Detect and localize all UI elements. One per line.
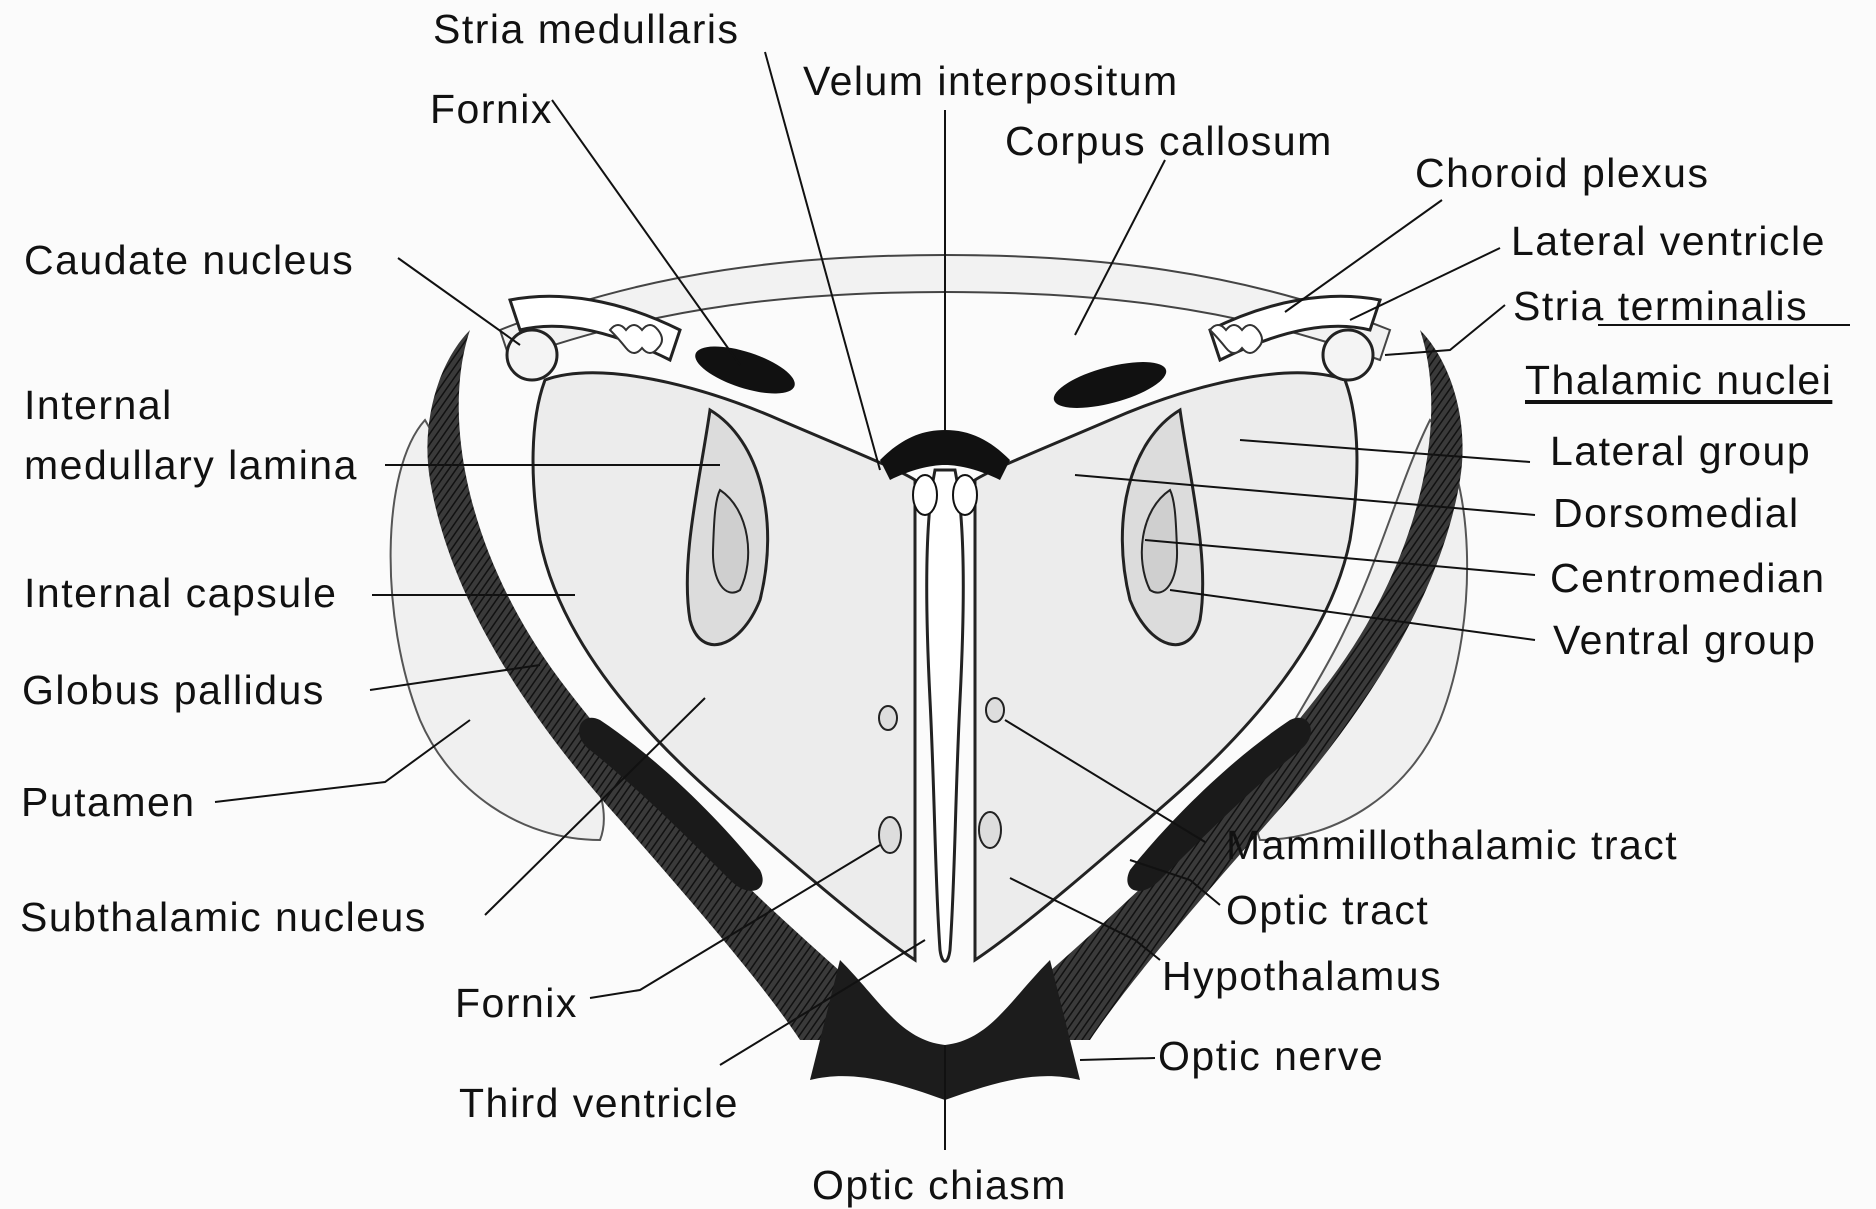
label-optic-tract: Optic tract [1226,887,1429,933]
label-thalamic-nuclei: Thalamic nuclei [1525,357,1832,403]
label-lateral-group: Lateral group [1550,428,1811,474]
third-ventricle [927,470,964,961]
label-lateral-ventricle: Lateral ventricle [1511,218,1826,264]
label-subthalamic-nucleus: Subthalamic nucleus [20,894,427,940]
label-choroid-plexus: Choroid plexus [1415,150,1710,196]
label-stria-terminalis: Stria terminalis [1513,283,1808,329]
label-internal-capsule: Internal capsule [24,570,337,616]
label-optic-nerve: Optic nerve [1158,1033,1384,1079]
label-centromedian: Centromedian [1550,555,1826,601]
label-third-ventricle: Third ventricle [459,1080,739,1126]
label-ventral-group: Ventral group [1553,617,1816,663]
fornix-oval-left [879,817,901,853]
label-fornix-top: Fornix [430,86,553,132]
fornix-oval-right [979,812,1001,848]
choroid-plexus-left [610,325,662,353]
label-caudate-nucleus: Caudate nucleus [24,237,354,283]
label-mammillothalamic-tract: Mammillothalamic tract [1226,822,1678,868]
mammillothalamic-tract-left [879,706,897,730]
label-internal-medullary-lamina-2: medullary lamina [24,442,358,488]
stria-medullaris-blob-left [913,475,937,515]
mammillothalamic-tract-right [986,698,1004,722]
label-putamen: Putamen [21,779,196,825]
label-velum-interpositum: Velum interpositum [803,58,1179,104]
label-dorsomedial: Dorsomedial [1553,490,1800,536]
caudate-nucleus-left [507,330,557,380]
label-globus-pallidus: Globus pallidus [22,667,325,713]
caudate-nucleus-right [1323,330,1373,380]
label-internal-medullary-lamina-1: Internal [24,382,173,428]
label-corpus-callosum: Corpus callosum [1005,118,1333,164]
stria-medullaris-blob-right [953,475,977,515]
label-fornix-bottom: Fornix [455,980,578,1026]
label-optic-chiasm: Optic chiasm [812,1162,1067,1208]
label-stria-medullaris: Stria medullaris [433,6,740,52]
label-hypothalamus: Hypothalamus [1162,953,1442,999]
